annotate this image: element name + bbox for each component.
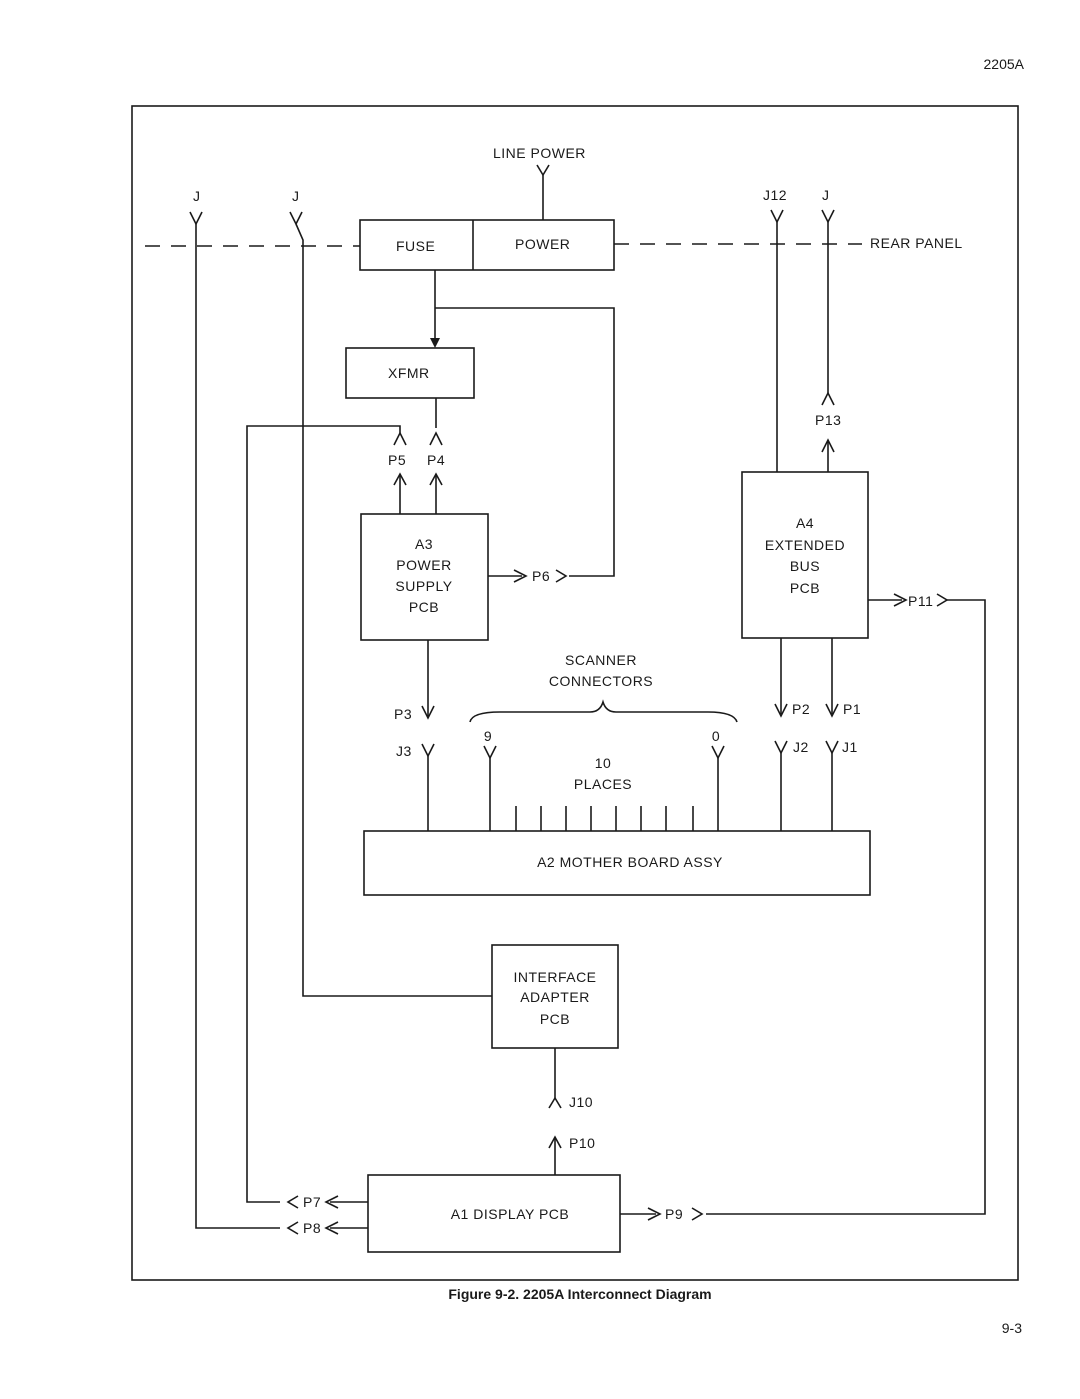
rear-panel-line xyxy=(145,243,862,247)
p7-label: P7 xyxy=(303,1194,321,1210)
j3-label: J3 xyxy=(396,743,412,759)
j-right-connector xyxy=(821,209,835,406)
a3-line-3: SUPPLY xyxy=(395,578,452,594)
scanner-connector-9 xyxy=(483,745,497,831)
p9-connector xyxy=(620,1207,704,1221)
page-number: 9-3 xyxy=(1001,1320,1022,1336)
j-left1-connector xyxy=(189,211,280,1229)
p6-connector xyxy=(488,569,568,583)
power-label: POWER xyxy=(515,236,570,252)
p10-label: P10 xyxy=(569,1135,595,1151)
scanner-pins xyxy=(515,806,694,831)
rear-panel-label: REAR PANEL xyxy=(870,235,963,251)
interface-line-2: ADAPTER xyxy=(520,989,590,1005)
p4-label: P4 xyxy=(427,452,445,468)
j2-label: J2 xyxy=(793,739,809,755)
j12-label: J12 xyxy=(763,187,787,203)
p1-label: P1 xyxy=(843,701,861,717)
fuse-power-block xyxy=(359,219,615,271)
j1-connector xyxy=(825,740,839,831)
p3-label: P3 xyxy=(394,706,412,722)
line-power-connector xyxy=(536,164,550,220)
p8-connector xyxy=(286,1221,368,1235)
p13-label: P13 xyxy=(815,412,841,428)
j1-label: J1 xyxy=(842,739,858,755)
interface-line-3: PCB xyxy=(540,1011,570,1027)
p9-label: P9 xyxy=(665,1206,683,1222)
p8-label: P8 xyxy=(303,1220,321,1236)
j-left2-label: J xyxy=(292,188,300,204)
scanner-brace xyxy=(469,699,738,723)
p13-wire xyxy=(821,438,835,472)
p10-connector xyxy=(548,1135,562,1175)
places-line-2: PLACES xyxy=(574,776,632,792)
a2-label: A2 MOTHER BOARD ASSY xyxy=(537,854,723,870)
a4-line-4: PCB xyxy=(790,580,820,596)
p7-connector xyxy=(286,1195,368,1209)
a4-line-3: BUS xyxy=(790,558,820,574)
p11-label: P11 xyxy=(908,593,933,609)
p3-connector xyxy=(421,640,435,720)
a3-line-2: POWER xyxy=(396,557,451,573)
line-power-label: LINE POWER xyxy=(493,145,586,161)
a1-display-block xyxy=(367,1174,621,1253)
p11-connector xyxy=(706,593,986,1215)
p2-connector xyxy=(774,638,788,718)
interface-adapter-block xyxy=(491,944,619,1049)
j2-connector xyxy=(774,740,788,831)
scanner-title-2: CONNECTORS xyxy=(549,673,653,689)
j10-connector xyxy=(548,1048,562,1109)
places-line-1: 10 xyxy=(595,755,612,771)
p1-connector xyxy=(825,638,839,718)
a3-power-supply-block xyxy=(360,513,489,641)
a4-line-2: EXTENDED xyxy=(765,537,845,553)
a3-line-4: PCB xyxy=(409,599,439,615)
interface-line-1: INTERFACE xyxy=(513,969,596,985)
a2-mother-board-block xyxy=(363,830,871,896)
power-to-p6-wire xyxy=(435,307,615,577)
p5-connector xyxy=(246,425,407,1203)
xfmr-block xyxy=(345,347,475,399)
scanner-last-label: 0 xyxy=(712,728,720,744)
page-header: 2205A xyxy=(983,56,1024,72)
a1-label: A1 DISPLAY PCB xyxy=(451,1206,570,1222)
p6-label: P6 xyxy=(532,568,550,584)
p4-connector xyxy=(429,431,443,514)
xfmr-label: XFMR xyxy=(388,365,430,381)
a4-extended-bus-block xyxy=(741,471,869,639)
scanner-first-label: 9 xyxy=(484,728,492,744)
j10-label: J10 xyxy=(569,1094,593,1110)
p5-label: P5 xyxy=(388,452,406,468)
j3-connector xyxy=(421,743,435,831)
scanner-connector-0 xyxy=(711,745,725,831)
j-left2-connector xyxy=(289,211,492,997)
j12-connector xyxy=(770,209,784,472)
a4-line-1: A4 xyxy=(796,515,814,531)
p2-label: P2 xyxy=(792,701,810,717)
figure-caption: Figure 9-2. 2205A Interconnect Diagram xyxy=(448,1286,712,1302)
fuse-label: FUSE xyxy=(396,238,435,254)
diagram-frame xyxy=(131,105,1019,1281)
a3-line-1: A3 xyxy=(415,536,433,552)
fuse-to-xfmr-wire xyxy=(430,270,440,348)
scanner-title-1: SCANNER xyxy=(565,652,637,668)
j-right-label: J xyxy=(822,187,830,203)
j-left1-label: J xyxy=(193,188,201,204)
